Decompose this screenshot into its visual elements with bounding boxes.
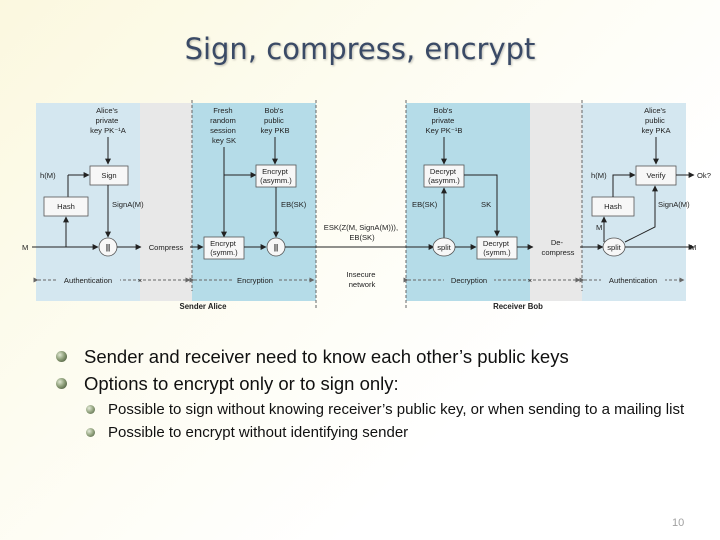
bullet-text: Options to encrypt only or to sign only:: [84, 373, 399, 394]
split-to-verify-line: [624, 185, 658, 243]
bullet-list: Sender and receiver need to know each ot…: [52, 343, 692, 443]
sub-bullet-text: Possible to encrypt without identifying …: [108, 424, 409, 441]
fresh-session-key-label: Fresh random session key SK: [210, 106, 238, 145]
alice-private-key-label: Alice's private key PK⁻¹A: [90, 106, 127, 135]
encrypt-symm-box: [203, 236, 245, 260]
slide-title: Sign, compress, encrypt: [184, 32, 536, 66]
encrypt-symm-label: Encrypt (symm.): [210, 239, 238, 257]
sub-bullet-dot-icon: [86, 405, 95, 414]
compress-label: Compress: [149, 243, 184, 252]
decrypt-asymm-label: Decrypt (asymm.): [428, 167, 460, 185]
sign-compress-encrypt-diagram: Alice's private key PK⁻¹A Fresh random s…: [22, 100, 711, 311]
bullet-item: Options to encrypt only or to sign only:: [52, 370, 692, 397]
range-authentication-right-bg: [601, 274, 665, 285]
split-node-mid-label: split: [437, 243, 451, 252]
ok-label: Ok?: [697, 171, 711, 180]
authentication-left-label: Authentication: [64, 276, 112, 285]
decrypt-symm-box: [476, 236, 518, 260]
alice-public-key-label: Alice's public key PKA: [641, 106, 671, 135]
ciphertext-label: ESK(Z(M, SignA(M))), EB(SK): [324, 223, 400, 242]
decryption-label: Decryption: [451, 276, 487, 285]
bullet-text: Sender and receiver need to know each ot…: [84, 346, 569, 367]
sub-bullet-dot-icon: [86, 428, 95, 437]
bullet-dot-icon: [56, 378, 67, 389]
encrypt-asymm-label: Encrypt (asymm.): [260, 167, 292, 185]
concat-node-mid-label: ||: [274, 243, 278, 252]
zone-encryption-sender: [192, 103, 316, 301]
bob-private-key-label: Bob's private Key PK⁻¹B: [426, 106, 463, 135]
range-authentication-left-bg: [56, 274, 120, 285]
sk-route-line: [464, 174, 500, 237]
decrypt-symm-label: Decrypt (symm.): [483, 239, 511, 257]
range-decryption-right-bg: [444, 274, 494, 285]
sign-box-label: Sign: [101, 171, 116, 180]
zone-decryption-receiver: [406, 103, 530, 301]
split-node-right-label: split: [607, 243, 621, 252]
sub-bullet-item: Possible to sign without knowing receive…: [52, 399, 692, 420]
bullet-dot-icon: [56, 351, 67, 362]
bullet-item: Sender and receiver need to know each ot…: [52, 343, 692, 370]
sign-output-label: SignA(M): [112, 200, 144, 209]
zone-gray-sender: [140, 103, 192, 301]
encrypted-sk-label-right: EB(SK): [412, 200, 438, 209]
verify-box-label: Verify: [647, 171, 666, 180]
sign-box: [89, 165, 129, 186]
encrypted-sk-label-left: EB(SK): [281, 200, 307, 209]
h-m-label-right: h(M): [591, 171, 607, 180]
range-encryption-left-bg: [232, 274, 278, 285]
insecure-network-label: Insecure network: [346, 270, 377, 289]
range-x-right: ×: [528, 276, 532, 285]
decompress-label: De- compress: [542, 238, 575, 257]
encryption-label: Encryption: [237, 276, 273, 285]
hash-to-verify-line: [612, 172, 636, 197]
hash-box-left: [43, 196, 89, 217]
sk-label: SK: [481, 200, 491, 209]
receiver-bob-label: Receiver Bob: [493, 302, 543, 311]
message-label-left: M: [22, 243, 28, 252]
bob-public-key-label: Bob's public key PKB: [260, 106, 289, 135]
decrypt-asymm-box: [423, 164, 465, 188]
message-label-mid: M: [596, 223, 602, 232]
hash-box-left-label: Hash: [57, 202, 75, 211]
h-m-label-left: h(M): [40, 171, 56, 180]
authentication-right-label: Authentication: [609, 276, 657, 285]
page-number: 10: [672, 517, 685, 529]
zone-gray-receiver: [530, 103, 582, 301]
hash-box-right-label: Hash: [604, 202, 622, 211]
range-x-left: ×: [138, 276, 142, 285]
concat-node-left-label: ||: [106, 243, 110, 252]
sign-input-label: SignA(M): [658, 200, 690, 209]
message-label-right: M: [690, 243, 696, 252]
sub-bullet-text: Possible to sign without knowing receive…: [108, 401, 685, 418]
sender-alice-label: Sender Alice: [180, 302, 228, 311]
sub-bullet-item: Possible to encrypt without identifying …: [52, 422, 692, 443]
